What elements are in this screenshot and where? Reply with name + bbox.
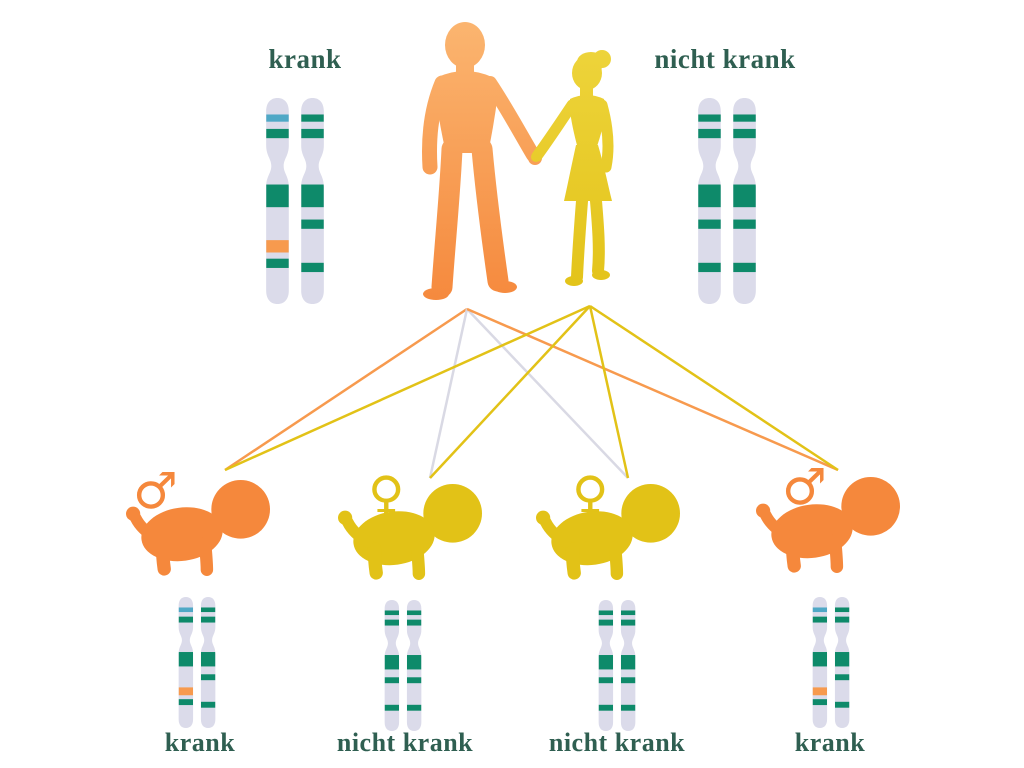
parents-couple-silhouette — [422, 22, 614, 300]
child-4-status-label: krank — [794, 728, 866, 757]
child-4-chromosome-pair — [810, 597, 852, 728]
child-3-status-label: nicht krank — [548, 728, 686, 757]
child-1-chromosome-pair — [176, 597, 218, 728]
child-1-status-label: krank — [164, 728, 236, 757]
inheritance-line — [224, 304, 591, 472]
child-3-baby-silhouette — [528, 472, 688, 584]
inheritance-line — [466, 307, 839, 472]
inheritance-line — [588, 305, 630, 479]
child-2-chromosome-pair — [382, 600, 424, 731]
child-2-status-label: nicht krank — [336, 728, 474, 757]
child-3-chromosome-pair — [596, 600, 638, 731]
mother-chromosome-label: nicht krank — [654, 44, 796, 74]
father-chromosome-label: krank — [268, 44, 342, 74]
inheritance-line — [589, 304, 839, 472]
child-1-baby-silhouette — [118, 468, 278, 580]
child-4-sex-symbol: ♂ — [782, 458, 827, 516]
child-2-baby-silhouette — [330, 472, 490, 584]
child-1-sex-symbol: ♂ — [133, 462, 178, 520]
inheritance-line — [224, 307, 468, 472]
inheritance-line — [428, 308, 469, 479]
mother-silhouette — [531, 50, 614, 286]
child-4-baby-silhouette — [748, 465, 908, 577]
father-silhouette — [422, 22, 542, 300]
inheritance-line — [429, 305, 591, 479]
inheritance-line — [466, 308, 629, 479]
